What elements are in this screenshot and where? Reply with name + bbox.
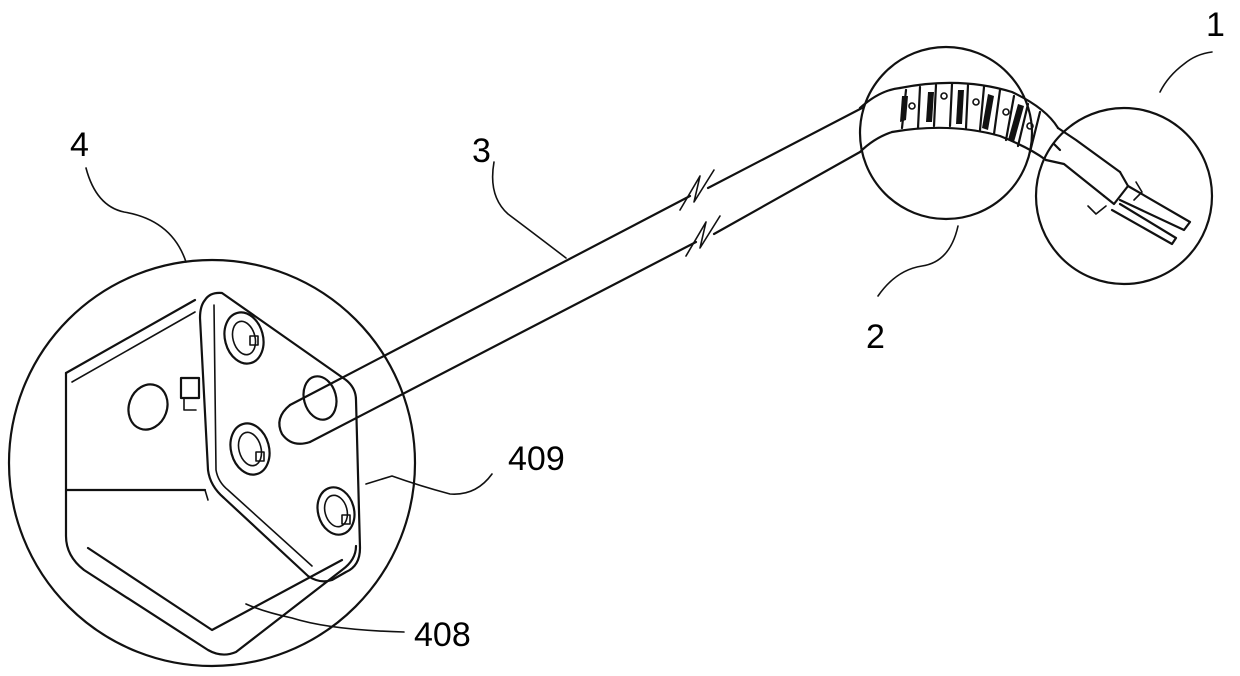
bending-section-detail — [860, 47, 1058, 219]
leader-3 — [493, 162, 566, 258]
label-4: 4 — [70, 126, 89, 164]
shaft-break-mark-bottom — [686, 216, 720, 256]
connector-detail — [9, 260, 415, 666]
side-slot — [181, 378, 199, 398]
forceps-jaws — [1120, 186, 1190, 230]
leader-408 — [246, 604, 404, 632]
contact-bottom — [312, 483, 359, 539]
label-409: 409 — [508, 440, 565, 478]
detail-circle-connector — [9, 260, 415, 666]
leader-2 — [878, 226, 958, 296]
shaft — [279, 108, 862, 444]
bending-vertebrae — [900, 84, 1040, 152]
label-3: 3 — [472, 132, 491, 170]
label-2: 2 — [866, 318, 885, 356]
detail-circle-tip — [1036, 108, 1212, 284]
connector-body — [66, 300, 356, 655]
side-hole — [122, 379, 173, 435]
contact-top — [219, 308, 269, 368]
contact-left — [225, 419, 275, 479]
tip-assembly-detail — [1036, 108, 1212, 284]
label-1: 1 — [1206, 6, 1225, 44]
leader-4 — [86, 168, 186, 262]
leader-1 — [1160, 52, 1212, 92]
shaft-break-mark-top — [680, 170, 714, 210]
label-408: 408 — [414, 616, 471, 654]
leader-409 — [366, 474, 492, 494]
connector-face-plate — [200, 293, 360, 581]
